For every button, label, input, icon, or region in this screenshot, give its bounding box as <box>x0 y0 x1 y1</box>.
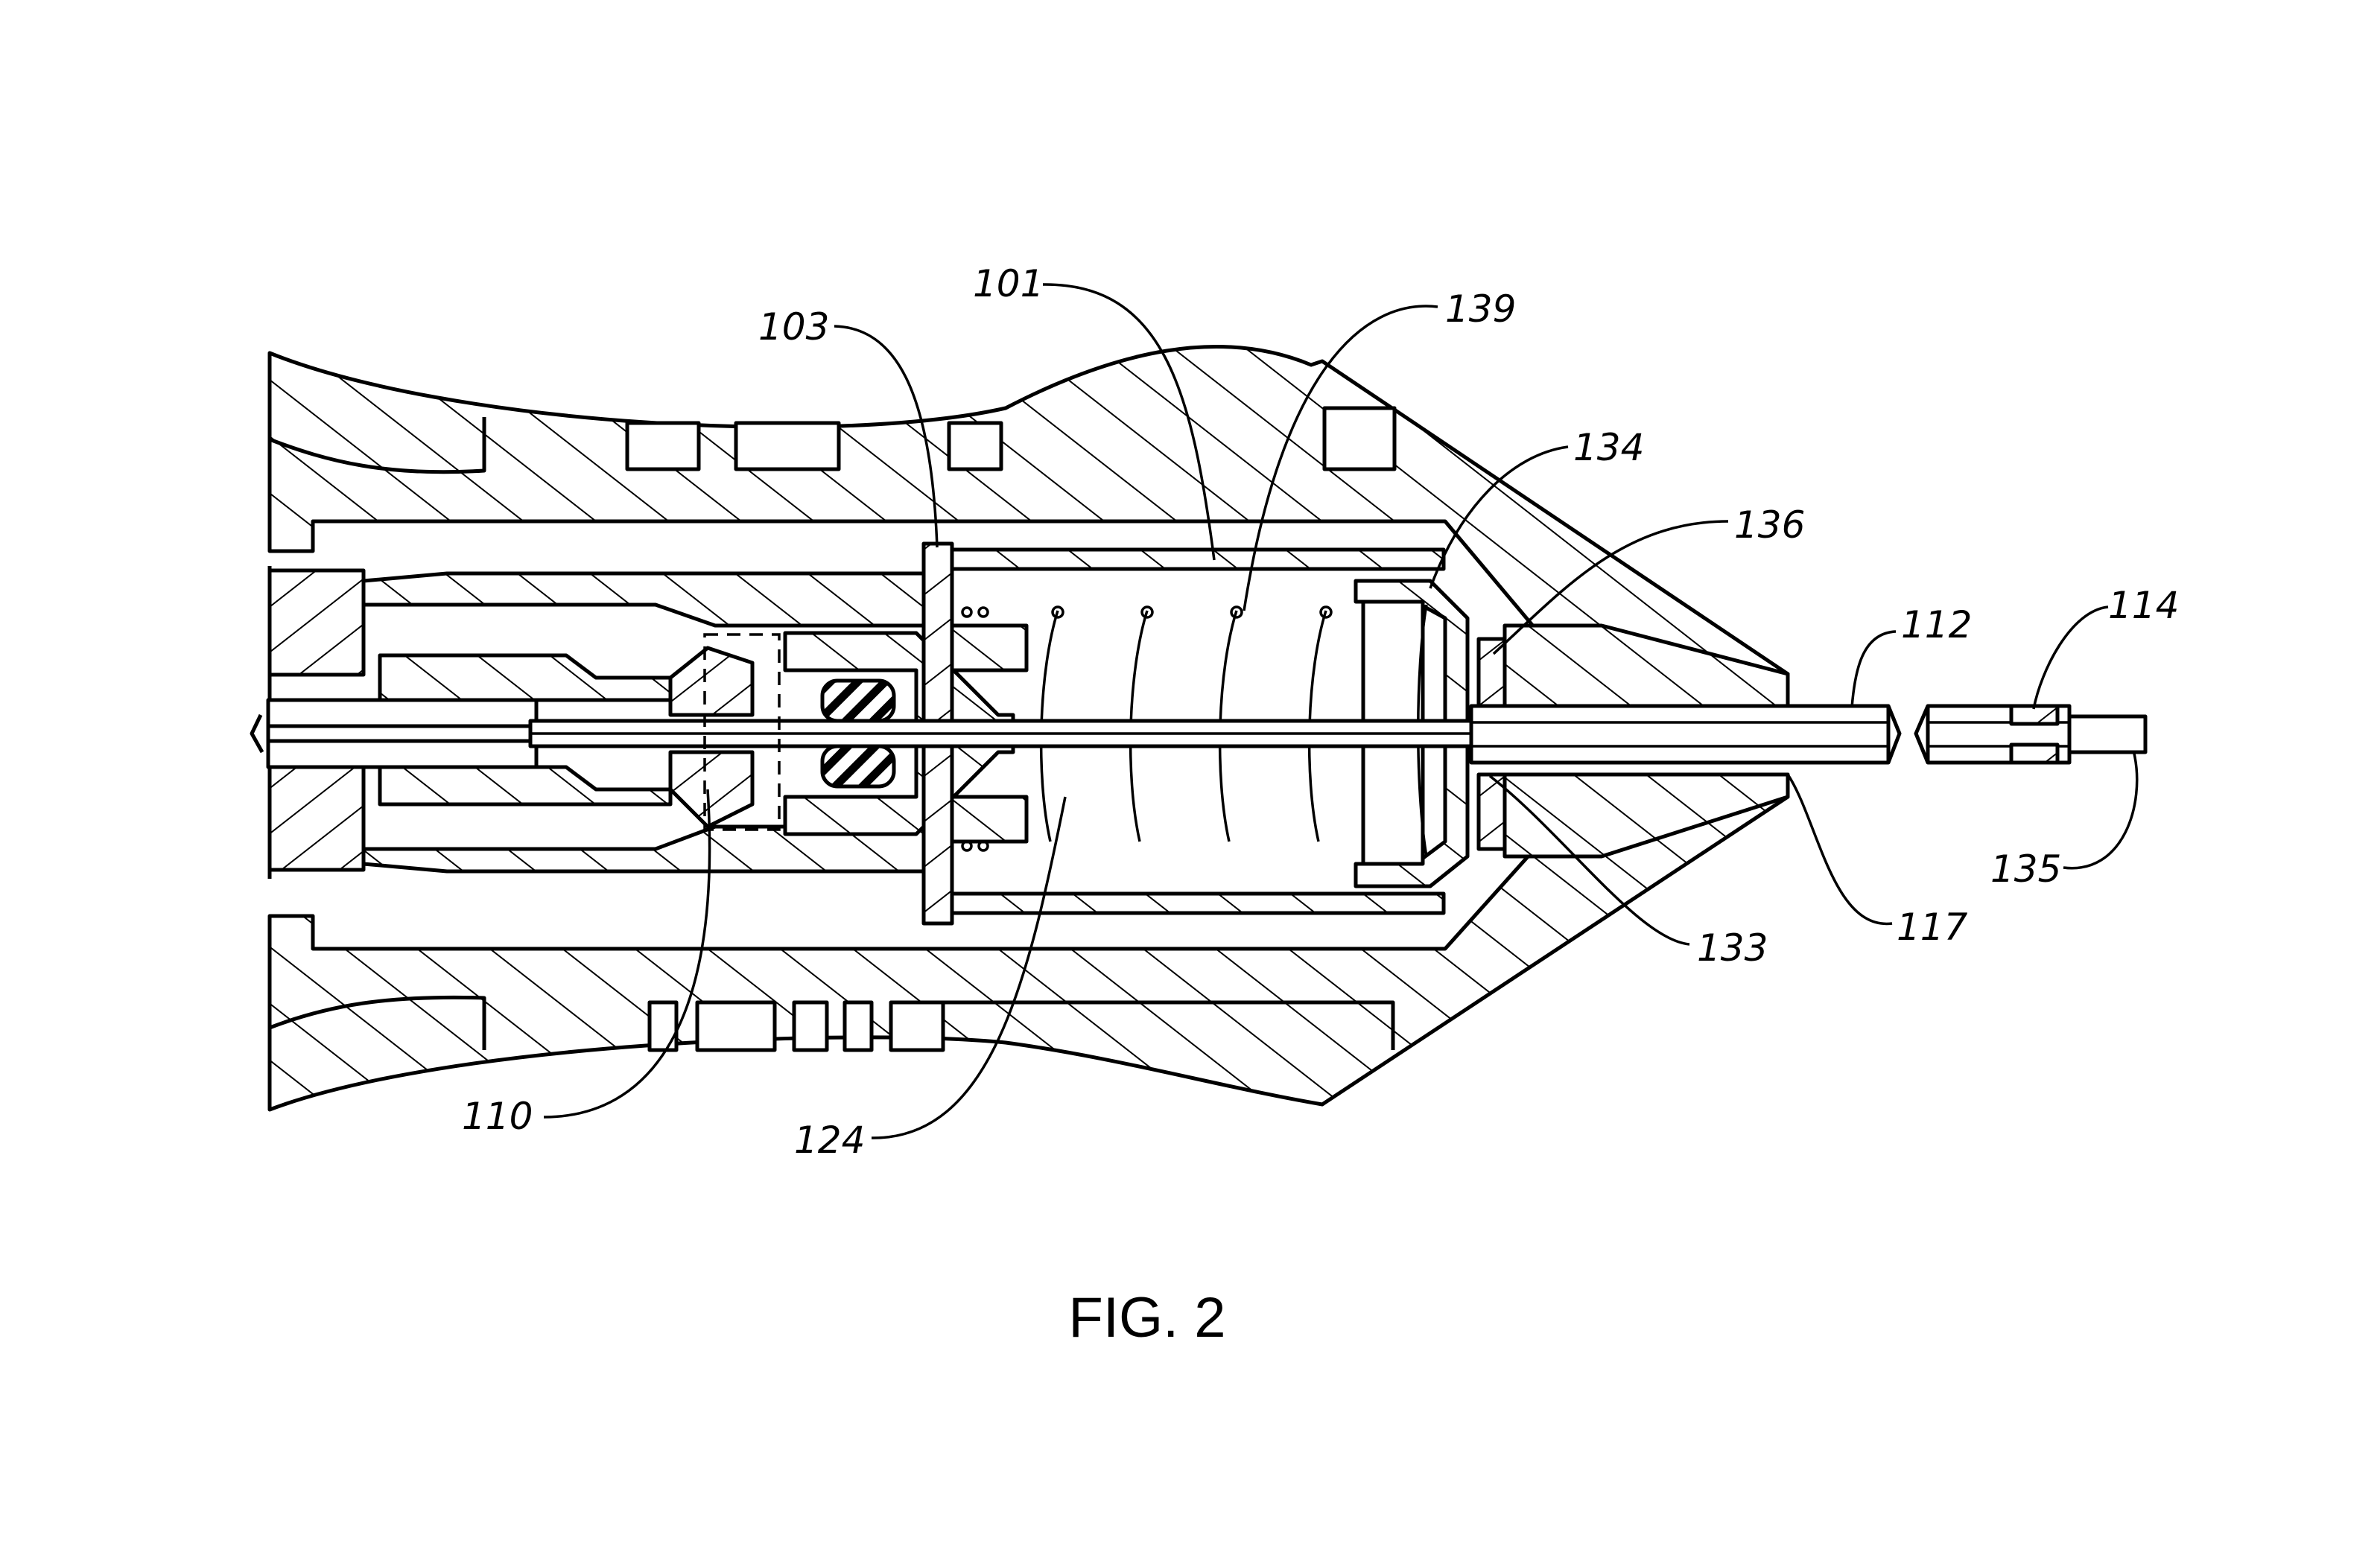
ref-133: 133 <box>1697 926 1768 970</box>
ref-114: 114 <box>2108 584 2179 627</box>
ref-134: 134 <box>1573 426 1644 469</box>
ref-110: 110 <box>462 1095 533 1138</box>
leader-lines <box>543 283 2139 1139</box>
left-end-cap <box>267 566 366 879</box>
ref-112: 112 <box>1901 603 1972 646</box>
housing-upper <box>267 345 1790 710</box>
o-ring-seals <box>820 678 896 789</box>
nozzle <box>1502 623 1790 859</box>
needle-assembly <box>250 698 2148 769</box>
ref-101: 101 <box>973 262 1044 305</box>
figure-caption: FIG. 2 <box>1068 1286 1225 1349</box>
ref-139: 139 <box>1445 287 1516 331</box>
ref-136: 136 <box>1734 503 1805 547</box>
ref-103: 103 <box>758 305 829 349</box>
inner-sleeve <box>361 571 926 874</box>
ref-124: 124 <box>794 1119 865 1162</box>
reference-numerals: 101 103 139 134 136 112 114 135 117 133 … <box>462 262 2179 1162</box>
ref-135: 135 <box>1990 847 2061 891</box>
ref-117: 117 <box>1897 906 1968 949</box>
